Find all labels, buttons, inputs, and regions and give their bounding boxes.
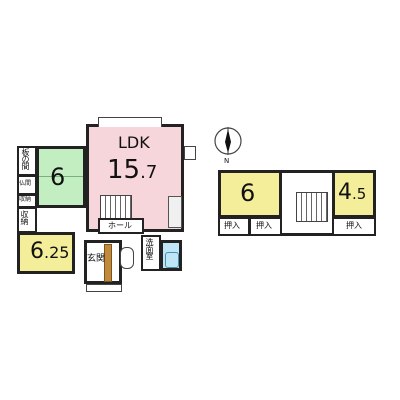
kitchen-counter <box>168 196 182 228</box>
ldk-size-frac: .7 <box>140 162 158 183</box>
floorboard-strip <box>104 244 112 282</box>
closet-2f-2 <box>249 217 282 236</box>
butsuma-label: 仏間 <box>19 180 32 187</box>
toilet-fixture <box>120 247 134 269</box>
western-size-frac: .25 <box>44 243 70 262</box>
closet-2f-2-label: 押入 <box>256 221 272 230</box>
entrance-steps <box>86 284 122 292</box>
room-2f-b-size-main: 4 <box>338 180 352 205</box>
ldk-size-main: 15 <box>107 155 141 185</box>
closet-2f-3-label: 押入 <box>346 221 362 230</box>
hall-label: ホール <box>108 221 132 230</box>
room-2f-b <box>332 170 376 218</box>
staircase-2f <box>296 192 328 222</box>
itanoma-label: 板の間 <box>21 148 30 169</box>
closet-2f-3 <box>332 217 376 236</box>
western-size-1f: 6.25 <box>30 241 69 263</box>
entrance-label: 玄関 <box>87 254 106 264</box>
washitsu-room <box>36 146 86 208</box>
western-size-main: 6 <box>30 239 44 264</box>
room-2f-b-size-frac: .5 <box>352 185 367 203</box>
closet-2f-1-label: 押入 <box>224 221 240 230</box>
room-2f-a <box>218 170 282 218</box>
window-right <box>184 146 196 160</box>
compass-north-label: N <box>224 157 230 165</box>
compass-icon <box>214 127 242 155</box>
hall-area <box>98 218 144 234</box>
bay-window <box>98 117 162 127</box>
ldk-label: LDK <box>118 133 150 152</box>
western-room-1f <box>17 232 75 274</box>
washitsu-size: 6 <box>50 163 66 191</box>
tatami-line <box>39 176 83 177</box>
bathtub <box>165 252 179 268</box>
compass: N <box>211 124 245 168</box>
room-2f-a-size: 6 <box>240 179 256 207</box>
storage-small-label: 収納 <box>19 196 32 203</box>
storage-label: 収納 <box>20 210 29 224</box>
room-2f-b-size: 4.5 <box>338 182 366 204</box>
ldk-size: 15.7 <box>107 157 157 183</box>
washroom-label: 洗面室 <box>145 238 154 259</box>
